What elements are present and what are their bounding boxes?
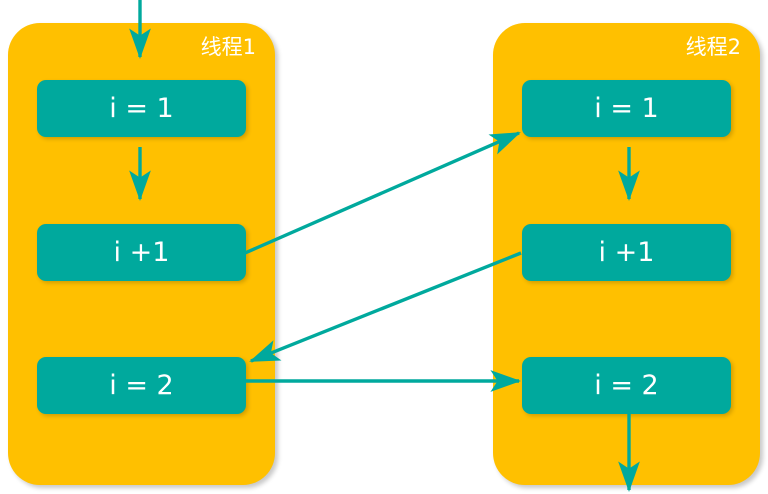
thread-2-step-2-box[interactable]: i +1: [522, 224, 731, 281]
thread-1-increment-to-thread-2-read-arrow-icon: [244, 131, 521, 255]
thread-panel-1[interactable]: 线程1 i = 1 i +1 i = 2: [8, 23, 275, 485]
thread-1-step-1-label: i = 1: [109, 93, 174, 124]
thread-1-step-1-box[interactable]: i = 1: [37, 80, 246, 137]
thread-2-step-1-label: i = 1: [594, 93, 659, 124]
thread-1-step-3-label: i = 2: [109, 370, 174, 401]
thread-2-step-3-box[interactable]: i = 2: [522, 357, 731, 414]
thread-2-step-2-label: i +1: [598, 237, 655, 268]
thread-1-step-3-box[interactable]: i = 2: [37, 357, 246, 414]
thread-2-step-3-label: i = 2: [594, 370, 659, 401]
thread-2-title: 线程2: [685, 35, 741, 59]
thread-2-step-1-box[interactable]: i = 1: [522, 80, 731, 137]
thread-1-step-2-label: i +1: [113, 237, 170, 268]
thread-2-increment-to-thread-1-write-arrow-icon: [249, 251, 522, 363]
thread-1-step-2-box[interactable]: i +1: [37, 224, 246, 281]
thread-panel-2[interactable]: 线程2 i = 1 i +1 i = 2: [493, 23, 760, 485]
thread-1-title: 线程1: [200, 35, 256, 59]
